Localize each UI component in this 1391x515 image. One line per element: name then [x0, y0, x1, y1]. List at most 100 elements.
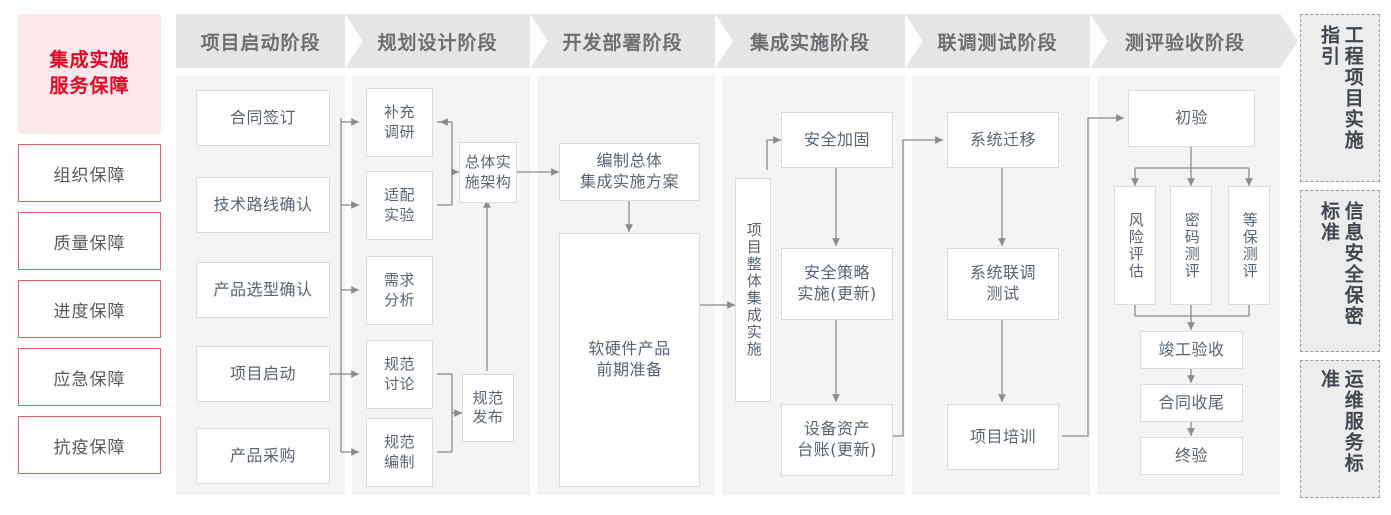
node-label-line1: 需求 [383, 271, 415, 289]
standard-panel-label: 工程项目实施指引 [1318, 24, 1364, 151]
node-overall-implementation-architecture[interactable]: 总体实 施架构 [459, 142, 517, 203]
node-equipment-asset-ledger-update[interactable]: 设备资产 台账(更新) [781, 404, 893, 476]
node-label: 密码测评 [1182, 211, 1201, 280]
node-project-kickoff[interactable]: 项目启动 [196, 346, 330, 402]
node-system-migration[interactable]: 系统迁移 [947, 112, 1059, 168]
node-preliminary-acceptance[interactable]: 初验 [1128, 90, 1255, 147]
chevron-notch-icon [345, 14, 363, 68]
node-final-acceptance[interactable]: 终验 [1140, 437, 1243, 475]
node-label-line2: 编制 [383, 452, 415, 471]
phase-header-3[interactable]: 开发部署阶段 [530, 14, 733, 68]
node-label-line2: 前期准备 [596, 360, 663, 379]
chevron-notch-icon [715, 14, 733, 68]
node-contract-signing[interactable]: 合同签订 [196, 90, 330, 146]
node-label-line1: 软硬件产品 [588, 339, 671, 359]
node-label: 等保测评 [1240, 211, 1259, 280]
phase-header-label: 集成实施阶段 [749, 31, 870, 54]
node-label-line1: 安全策略 [803, 263, 870, 283]
node-label-line2: 讨论 [383, 374, 415, 393]
node-security-hardening[interactable]: 安全加固 [781, 112, 893, 168]
node-system-joint-debug-test[interactable]: 系统联调 测试 [947, 248, 1059, 320]
node-product-selection-confirm[interactable]: 产品选型确认 [196, 262, 330, 318]
node-label-line2: 实验 [383, 205, 415, 224]
node-label: 产品选型确认 [213, 279, 313, 299]
node-label-line2: 台账(更新) [797, 440, 877, 459]
standard-panel-information-security[interactable]: 信息安全保密标准 [1300, 190, 1380, 352]
chevron-right-icon [1280, 14, 1298, 68]
node-contract-closeout[interactable]: 合同收尾 [1140, 384, 1243, 422]
node-standard-release[interactable]: 规范 发布 [462, 374, 514, 442]
node-label: 初验 [1174, 108, 1208, 128]
assurance-title-line1: 集成实施 [49, 49, 130, 72]
node-label: 竣工验收 [1158, 339, 1225, 359]
node-label-line1: 系统联调 [969, 263, 1036, 283]
node-label-line1: 编制总体 [596, 151, 663, 171]
standard-panel-label: 信息安全保密标准 [1318, 200, 1364, 327]
node-label: 合同签订 [229, 107, 296, 127]
chevron-notch-icon [1090, 14, 1108, 68]
node-label-line2: 发布 [472, 408, 504, 426]
node-security-policy-update[interactable]: 安全策略 实施(更新) [781, 248, 893, 320]
node-label: 项目整体集成实施 [744, 222, 763, 358]
assurance-item-quality[interactable]: 质量保障 [18, 212, 161, 270]
phase-header-label: 测评验收阶段 [1124, 31, 1245, 54]
phase-header-label: 规划设计阶段 [377, 31, 498, 54]
node-mlps-evaluation[interactable]: 等保测评 [1228, 186, 1270, 305]
node-standard-drafting[interactable]: 规范 编制 [366, 418, 433, 487]
node-adaptation-experiment[interactable]: 适配 实验 [366, 171, 433, 240]
phase-header-5[interactable]: 联调测试阶段 [905, 14, 1108, 68]
assurance-item-epidemic[interactable]: 抗疫保障 [18, 416, 161, 474]
standard-panel-label: 运维服务标准 [1318, 369, 1364, 475]
node-label-line2: 分析 [383, 290, 415, 309]
node-cryptography-evaluation[interactable]: 密码测评 [1170, 186, 1212, 305]
node-risk-assessment[interactable]: 风险评估 [1114, 186, 1156, 305]
phase-header-label: 联调测试阶段 [937, 31, 1058, 54]
assurance-item-schedule[interactable]: 进度保障 [18, 280, 161, 338]
node-label-line2: 测试 [986, 284, 1020, 303]
node-supplementary-research[interactable]: 补充 调研 [366, 88, 433, 157]
node-label: 系统迁移 [969, 129, 1036, 149]
node-overall-project-integration[interactable]: 项目整体集成实施 [735, 178, 771, 402]
node-label-line1: 补充 [383, 103, 415, 121]
assurance-item-label: 进度保障 [53, 301, 126, 322]
node-label-line2: 施架构 [464, 172, 512, 191]
node-label-line1: 规范 [383, 355, 415, 373]
node-label: 项目培训 [969, 426, 1036, 446]
node-project-training[interactable]: 项目培训 [947, 404, 1059, 470]
assurance-item-label: 抗疫保障 [53, 437, 126, 458]
assurance-title-line2: 服务保障 [49, 75, 130, 97]
node-standard-discussion[interactable]: 规范 讨论 [366, 340, 433, 409]
phase-header-1[interactable]: 项目启动阶段 [176, 14, 363, 68]
node-label-line1: 规范 [472, 388, 504, 407]
phase-header-4[interactable]: 集成实施阶段 [715, 14, 923, 68]
standard-panel-om-service[interactable]: 运维服务标准 [1300, 360, 1380, 498]
node-requirement-analysis[interactable]: 需求 分析 [366, 256, 433, 325]
chevron-notch-icon [905, 14, 923, 68]
node-product-procurement[interactable]: 产品采购 [196, 428, 330, 484]
assurance-title-card: 集成实施 服务保障 [18, 14, 161, 134]
assurance-sidebar: 集成实施 服务保障 组织保障 质量保障 进度保障 应急保障 抗疫保障 [18, 14, 161, 498]
node-completion-acceptance[interactable]: 竣工验收 [1140, 331, 1243, 369]
assurance-item-organization[interactable]: 组织保障 [18, 144, 161, 202]
node-prepare-integration-plan[interactable]: 编制总体 集成实施方案 [559, 143, 700, 201]
node-label: 风险评估 [1126, 211, 1145, 280]
assurance-item-label: 质量保障 [53, 233, 126, 254]
node-hardware-software-preparation[interactable]: 软硬件产品 前期准备 [559, 233, 700, 487]
standard-panel-engineering-guideline[interactable]: 工程项目实施指引 [1300, 14, 1380, 182]
node-label: 安全加固 [803, 129, 870, 149]
phase-header-6[interactable]: 测评验收阶段 [1090, 14, 1298, 68]
node-label: 产品采购 [229, 445, 296, 465]
chevron-notch-icon [530, 14, 548, 68]
node-label-line1: 规范 [383, 433, 415, 451]
assurance-item-emergency[interactable]: 应急保障 [18, 348, 161, 406]
phase-header-label: 项目启动阶段 [200, 31, 321, 54]
assurance-item-label: 组织保障 [53, 165, 126, 186]
node-label-line1: 总体实 [464, 153, 512, 171]
node-label-line1: 设备资产 [803, 419, 870, 439]
node-label: 合同收尾 [1158, 392, 1225, 412]
phase-header-2[interactable]: 规划设计阶段 [345, 14, 548, 68]
node-label: 终验 [1174, 445, 1208, 465]
node-tech-route-confirm[interactable]: 技术路线确认 [196, 177, 330, 233]
node-label: 技术路线确认 [213, 194, 313, 214]
